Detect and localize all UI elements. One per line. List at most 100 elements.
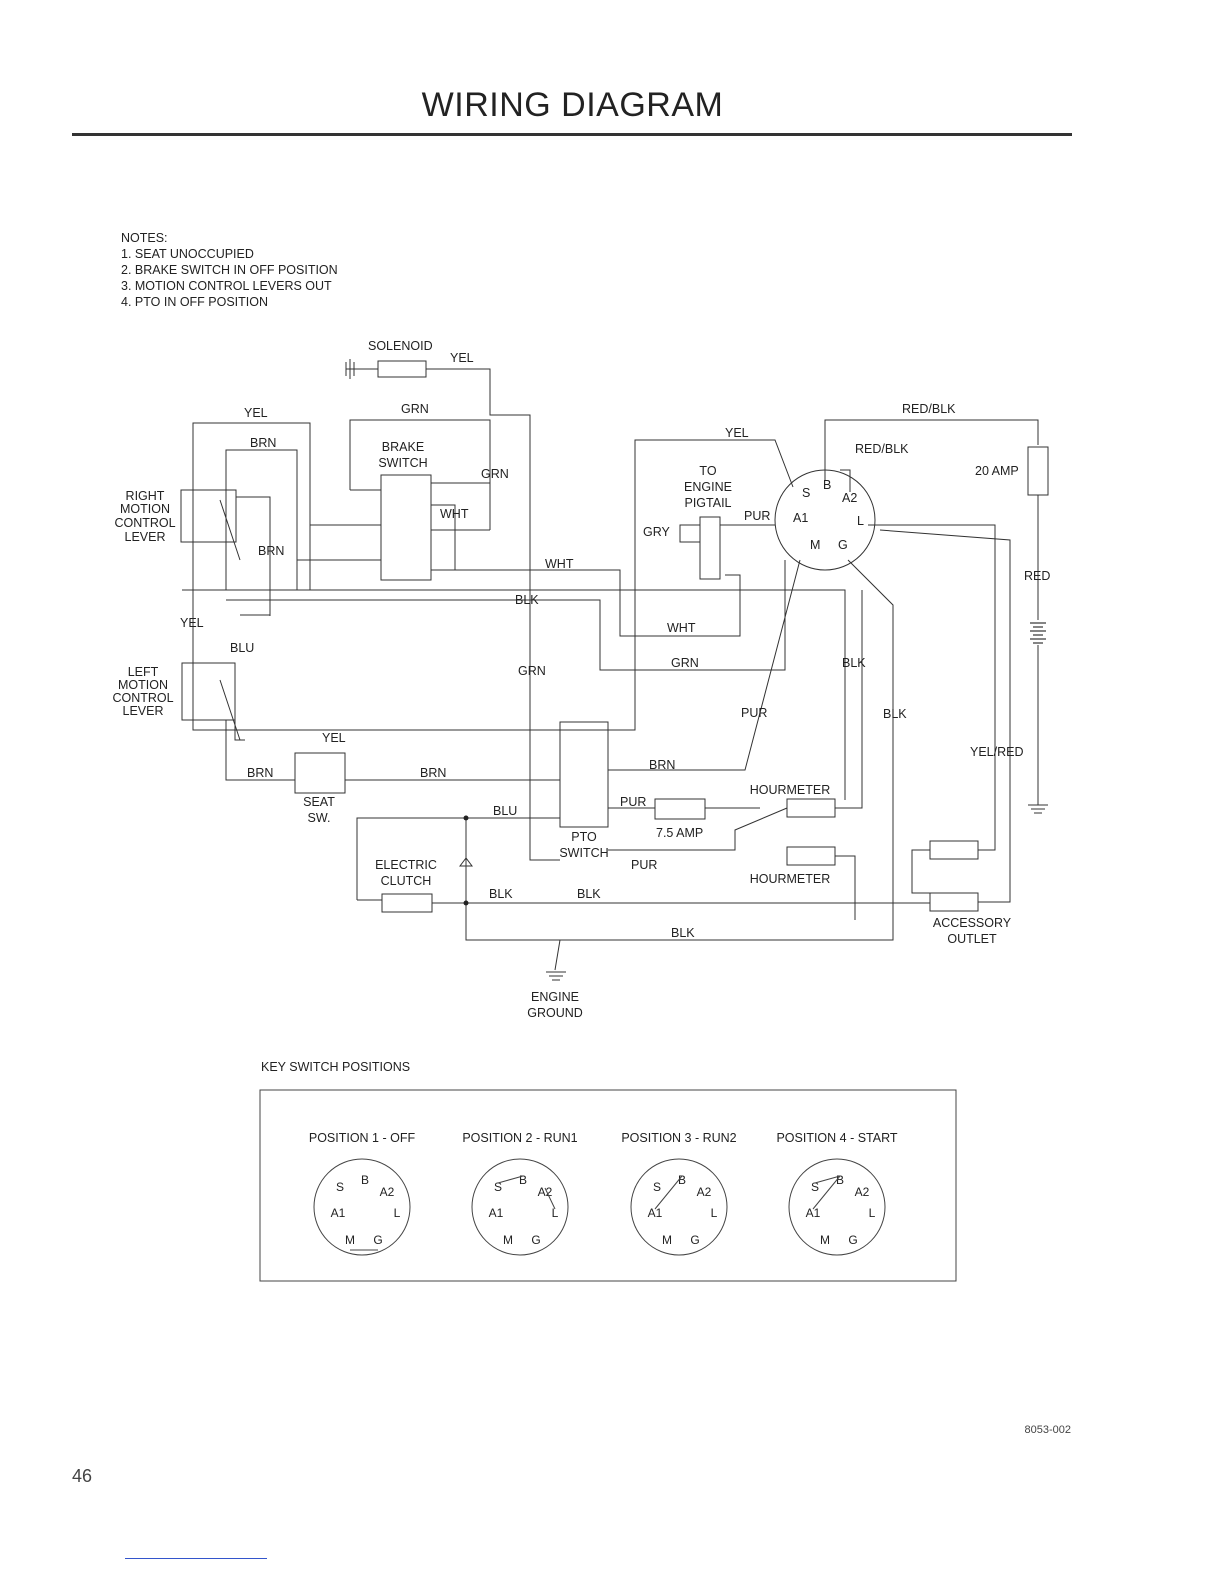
outlet-label-2: OUTLET [947,932,997,946]
position-3-label: POSITION 3 - RUN2 [621,1131,736,1145]
right-lever-label-4: LEVER [125,530,166,544]
wire-label: PUR [744,509,770,523]
dial-jumper [814,1175,841,1184]
electric-clutch-box [381,893,433,913]
wire-label: GRN [671,656,699,670]
dial-terminal-m: M [503,1233,513,1247]
wire-label: PUR [631,858,657,872]
terminal-s: S [802,486,810,500]
right-lever-label-2: MOTION [120,502,170,516]
wire-label: WHT [667,621,696,635]
pto-switch-box [559,721,609,828]
wire-label: RED/BLK [855,442,909,456]
seat-switch-label-2: SW. [308,811,331,825]
dial-terminal-a2: A2 [538,1185,553,1199]
battery-symbol [1030,622,1046,644]
title-rule [72,133,1072,136]
wire-label: BLK [842,656,866,670]
terminal-a2: A2 [842,491,857,505]
dial-terminal-g: G [848,1233,857,1247]
notes-heading: NOTES: [121,231,168,245]
key-positions-panel [259,1089,957,1282]
dial-terminal-l: L [869,1206,876,1220]
left-lever-label-1: LEFT [128,665,159,679]
footer-link-line [125,1558,267,1559]
wire-label: BLK [515,593,539,607]
pigtail-label-1: TO [699,464,716,478]
dial-jumper [812,1175,841,1210]
page-number: 46 [72,1466,93,1486]
brake-switch-box [380,474,432,581]
pigtail-label-3: PIGTAIL [684,496,731,510]
fuse-7-5-label: 7.5 AMP [656,826,703,840]
dial-terminal-b: B [519,1173,527,1187]
wire-label: BLK [883,707,907,721]
wire-label: BLK [577,887,601,901]
dial-terminal-a2: A2 [380,1185,395,1199]
pigtail-label-2: ENGINE [684,480,732,494]
dial-terminal-a1: A1 [806,1206,821,1220]
wire-label: GRY [643,525,671,539]
dial-terminal-a2: A2 [855,1185,870,1199]
component-labels: SOLENOID BRAKE SWITCH RIGHT MOTION CONTR… [112,339,1018,1020]
dial-terminal-s: S [811,1180,819,1194]
seat-switch-box [294,752,346,794]
notes-block: NOTES: 1. SEAT UNOCCUPIED 2. BRAKE SWITC… [121,230,338,310]
dial-terminal-g: G [690,1233,699,1247]
wire-label: GRN [401,402,429,416]
position-4-label: POSITION 4 - START [776,1131,897,1145]
wire-label: YEL [244,406,268,420]
document-number: 8053-002 [1024,1424,1072,1436]
right-lever-label-3: CONTROL [114,516,175,530]
dial-terminal-s: S [653,1180,661,1194]
wire-label: BLU [230,641,254,655]
dial-terminal-b: B [678,1173,686,1187]
hourmeter-1-label: HOURMETER [750,783,831,797]
wire-label: BRN [250,436,276,450]
note-item: 3. MOTION CONTROL LEVERS OUT [121,279,332,293]
wire-label: RED/BLK [902,402,956,416]
wire-label: YEL [450,351,474,365]
key-positions-labels: POSITION 1 - OFF POSITION 2 - RUN1 POSIT… [309,1131,898,1145]
hourmeter-2-label: HOURMETER [750,872,831,886]
key-positions-heading: KEY SWITCH POSITIONS [261,1060,411,1074]
hourmeter-2-box [786,846,836,866]
brake-switch-label-1: BRAKE [382,440,424,454]
wire-label: BRN [247,766,273,780]
right-lever-label-1: RIGHT [126,489,165,503]
dial-terminal-l: L [552,1206,559,1220]
dial-terminal-a1: A1 [489,1206,504,1220]
dial-terminal-m: M [662,1233,672,1247]
wire-label: YEL/RED [970,745,1024,759]
wire-label: GRN [481,467,509,481]
wires [180,359,1049,981]
dial-terminal-a1: A1 [331,1206,346,1220]
left-lever-label-3: CONTROL [112,691,173,705]
dial-terminal-a1: A1 [648,1206,663,1220]
wire-label: BRN [258,544,284,558]
wire-labels: YEL GRN YEL BRN GRN WHT BRN WHT BLK WHT … [180,351,1050,940]
fuse-20-label: 20 AMP [975,464,1019,478]
note-item: 1. SEAT UNOCCUPIED [121,247,254,261]
position-1-label: POSITION 1 - OFF [309,1131,416,1145]
dial-jumper [497,1175,524,1184]
dial-jumper [654,1175,683,1210]
left-lever-label-2: MOTION [118,678,168,692]
seat-switch-label-1: SEAT [303,795,335,809]
page-title: WIRING DIAGRAM [421,86,724,124]
left-lever-label-4: LEVER [123,704,164,718]
dial-terminal-b: B [836,1173,844,1187]
outlet-label-1: ACCESSORY [933,916,1012,930]
terminal-b: B [823,478,831,492]
accessory-outlet-upper [929,840,979,860]
wire-label: YEL [180,616,204,630]
key-dial-3 [630,1158,728,1256]
position-2-label: POSITION 2 - RUN1 [462,1131,577,1145]
dial-terminal-m: M [345,1233,355,1247]
brake-switch-label-2: SWITCH [378,456,427,470]
terminal-m: M [810,538,820,552]
solenoid-box [377,360,427,378]
terminal-a1: A1 [793,511,808,525]
